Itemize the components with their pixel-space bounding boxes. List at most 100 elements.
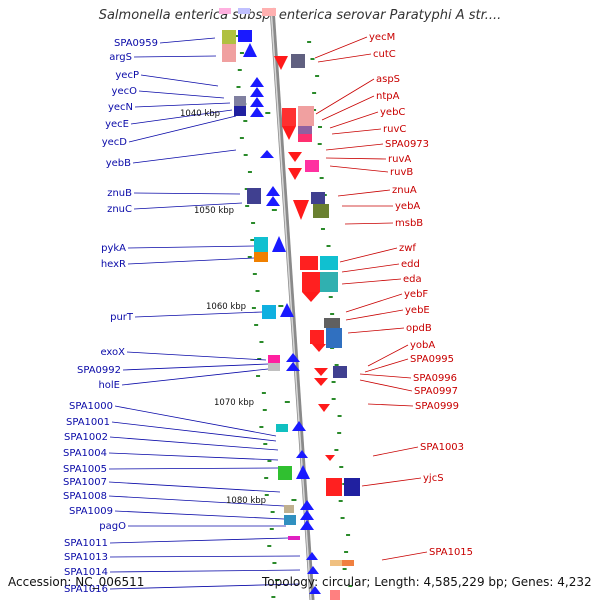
- leader-line: [325, 157, 387, 160]
- kbp-marker: 1080 kbp: [226, 496, 266, 506]
- gene-label-SPA1008: SPA1008: [63, 491, 107, 502]
- tick-mark: [236, 86, 241, 88]
- leader-line: [114, 510, 285, 520]
- gene-block: [268, 355, 280, 363]
- gene-arrow-reverse: [318, 404, 330, 412]
- tick-mark: [243, 120, 248, 122]
- gene-label-opdB: opdB: [406, 323, 432, 334]
- gene-label-SPA0995: SPA0995: [410, 354, 454, 365]
- gene-block: [313, 204, 329, 218]
- gene-arrow-forward: [307, 566, 319, 574]
- tick-mark: [317, 143, 322, 145]
- leader-line: [109, 583, 301, 590]
- gene-block: [234, 106, 246, 116]
- leader-line: [359, 373, 412, 379]
- leader-line: [381, 551, 428, 561]
- gene-arrow-forward: [286, 362, 300, 371]
- tick-mark: [319, 177, 324, 179]
- gene-block: [262, 8, 276, 16]
- tick-mark: [344, 551, 349, 553]
- gene-arrow-forward: [272, 236, 286, 252]
- tick-mark: [247, 171, 252, 173]
- leader-line: [109, 436, 279, 451]
- tick-mark: [342, 568, 347, 570]
- gene-block: [284, 505, 294, 513]
- tick-mark: [269, 528, 274, 530]
- gene-label-SPA0973: SPA0973: [385, 139, 429, 150]
- gene-arrow-forward: [260, 150, 274, 158]
- gene-label-SPA0992: SPA0992: [77, 365, 121, 376]
- gene-label-ntpA: ntpA: [376, 91, 400, 102]
- gene-block: [219, 8, 231, 14]
- gene-block: [234, 96, 246, 106]
- leader-line: [109, 569, 301, 573]
- leader-line: [341, 263, 400, 273]
- gene-block: [300, 256, 318, 270]
- tick-mark: [337, 432, 342, 434]
- tick-mark: [346, 534, 351, 536]
- kbp-tick: [278, 305, 284, 307]
- gene-label-pagO: pagO: [99, 521, 126, 532]
- leader-line: [359, 379, 413, 392]
- accession-text: Accession: NC_006511: [8, 575, 145, 589]
- gene-arrow-forward: [296, 450, 308, 458]
- tick-mark: [251, 307, 256, 309]
- gene-block: [298, 106, 314, 126]
- gene-block: [324, 318, 340, 328]
- gene-block: [291, 54, 305, 68]
- leader-line: [329, 111, 379, 129]
- tick-mark: [243, 154, 248, 156]
- tick-mark: [237, 69, 242, 71]
- tick-mark: [330, 313, 335, 315]
- leader-line: [108, 452, 279, 461]
- gene-label-SPA1014: SPA1014: [64, 567, 108, 578]
- leader-line: [367, 344, 409, 367]
- gene-block: [278, 466, 292, 480]
- tick-mark: [272, 562, 277, 564]
- gene-arrow-forward: [286, 353, 300, 362]
- gene-label-SPA1009: SPA1009: [69, 506, 113, 517]
- gene-arrow-forward: [309, 586, 321, 594]
- gene-label-SPA1004: SPA1004: [63, 448, 107, 459]
- leader-line: [140, 74, 219, 87]
- tick-mark: [261, 392, 266, 394]
- leader-line: [317, 53, 372, 63]
- genome-backbone-highlight: [270, 7, 312, 600]
- gene-block: [268, 363, 280, 371]
- gene-arrow-forward: [250, 87, 264, 97]
- tick-mark: [245, 205, 250, 207]
- leader-line: [108, 495, 285, 507]
- gene-label-SPA1007: SPA1007: [63, 477, 107, 488]
- topology-text: Topology: circular; Length: 4,585,229 bp…: [262, 575, 592, 589]
- gene-label-yebF: yebF: [404, 289, 428, 300]
- tick-mark: [271, 596, 276, 598]
- gene-block: [298, 126, 312, 134]
- gene-label-SPA1013: SPA1013: [64, 552, 108, 563]
- tick-mark: [255, 290, 260, 292]
- gene-arrow-reverse: [312, 344, 326, 352]
- leader-line: [127, 245, 255, 249]
- gene-block: [284, 515, 296, 525]
- gene-block: [320, 256, 338, 270]
- kbp-marker: 1060 kbp: [206, 302, 246, 312]
- label-leader-lines: [108, 36, 428, 590]
- gene-label-SPA1005: SPA1005: [63, 464, 107, 475]
- gene-arrow-forward: [266, 196, 280, 206]
- tick-mark: [262, 409, 267, 411]
- gene-label-aspS: aspS: [376, 74, 400, 85]
- gene-label-SPA1002: SPA1002: [64, 432, 108, 443]
- leader-line: [134, 102, 231, 108]
- tick-mark: [244, 188, 249, 190]
- gene-arrow-reverse: [302, 292, 320, 302]
- leader-line: [315, 78, 375, 115]
- kbp-tick: [291, 499, 297, 501]
- gene-arrow-forward: [280, 303, 294, 317]
- tick-mark: [331, 381, 336, 383]
- gene-label-SPA1011: SPA1011: [64, 538, 108, 549]
- gene-label-SPA1003: SPA1003: [420, 442, 464, 453]
- gene-block: [282, 108, 296, 126]
- leader-line: [130, 109, 233, 125]
- leader-line: [108, 467, 279, 470]
- gene-block: [222, 30, 236, 44]
- tick-mark: [252, 273, 257, 275]
